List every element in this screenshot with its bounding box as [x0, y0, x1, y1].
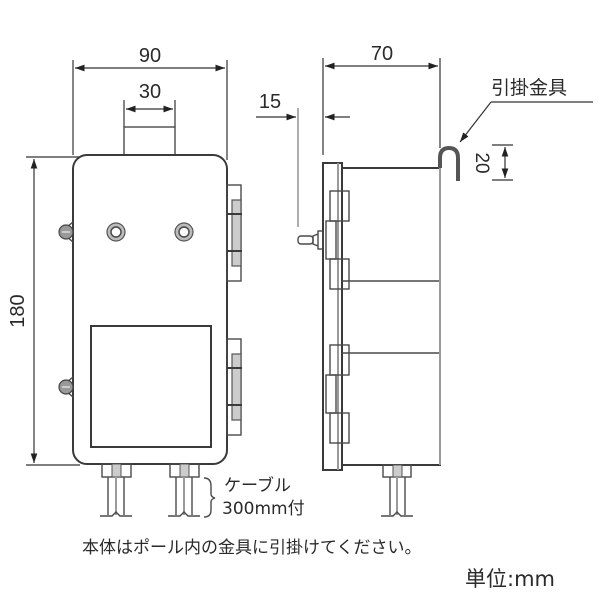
side-hinge-upper [325, 190, 350, 290]
side-cable-gland [381, 464, 413, 517]
hook-label: 引掛金具 [491, 77, 567, 99]
dimension-hook-height: 20 [471, 144, 513, 181]
offset-dim-label: 15 [259, 91, 281, 113]
screw-icon [106, 222, 126, 242]
cable-note-line1: ケーブル [224, 475, 291, 496]
hook-callout: 引掛金具 [459, 77, 593, 143]
hook-dim-label: 20 [471, 152, 492, 173]
hinge-lower [226, 338, 242, 436]
cable-gland-right [168, 463, 200, 517]
screw-icon [174, 222, 194, 242]
dimension-width: 90 [72, 45, 228, 160]
side-hinge-lower [325, 344, 350, 444]
side-view: 70 15 [256, 43, 593, 517]
cable-note-line2: 300mm付 [222, 499, 305, 519]
side-front-plate [322, 162, 343, 471]
side-bolt-icon [58, 376, 74, 398]
depth-dim-label: 70 [371, 43, 393, 65]
height-dim-label: 180 [7, 294, 29, 327]
dimension-offset: 15 [256, 91, 350, 227]
front-view: 90 30 180 [7, 45, 305, 519]
side-body [341, 167, 441, 466]
side-view-bolt-icon [297, 230, 324, 250]
width-dim-label: 90 [139, 45, 161, 67]
top-tab [123, 126, 176, 156]
unit-label: 単位:mm [465, 567, 555, 591]
instruction-note: 本体はポール内の金具に引掛けてください。 [82, 538, 422, 558]
front-panel [90, 325, 212, 448]
dimension-tab-width: 30 [123, 81, 176, 127]
tab-dim-label: 30 [139, 81, 161, 103]
hinge-upper [226, 184, 242, 282]
hook-bracket [438, 145, 460, 181]
cable-brace [203, 477, 216, 518]
dimension-height: 180 [7, 156, 80, 466]
dimension-depth: 70 [322, 43, 441, 155]
side-bolt-icon [58, 221, 74, 243]
cable-gland-left [100, 463, 132, 517]
front-body [72, 154, 228, 465]
